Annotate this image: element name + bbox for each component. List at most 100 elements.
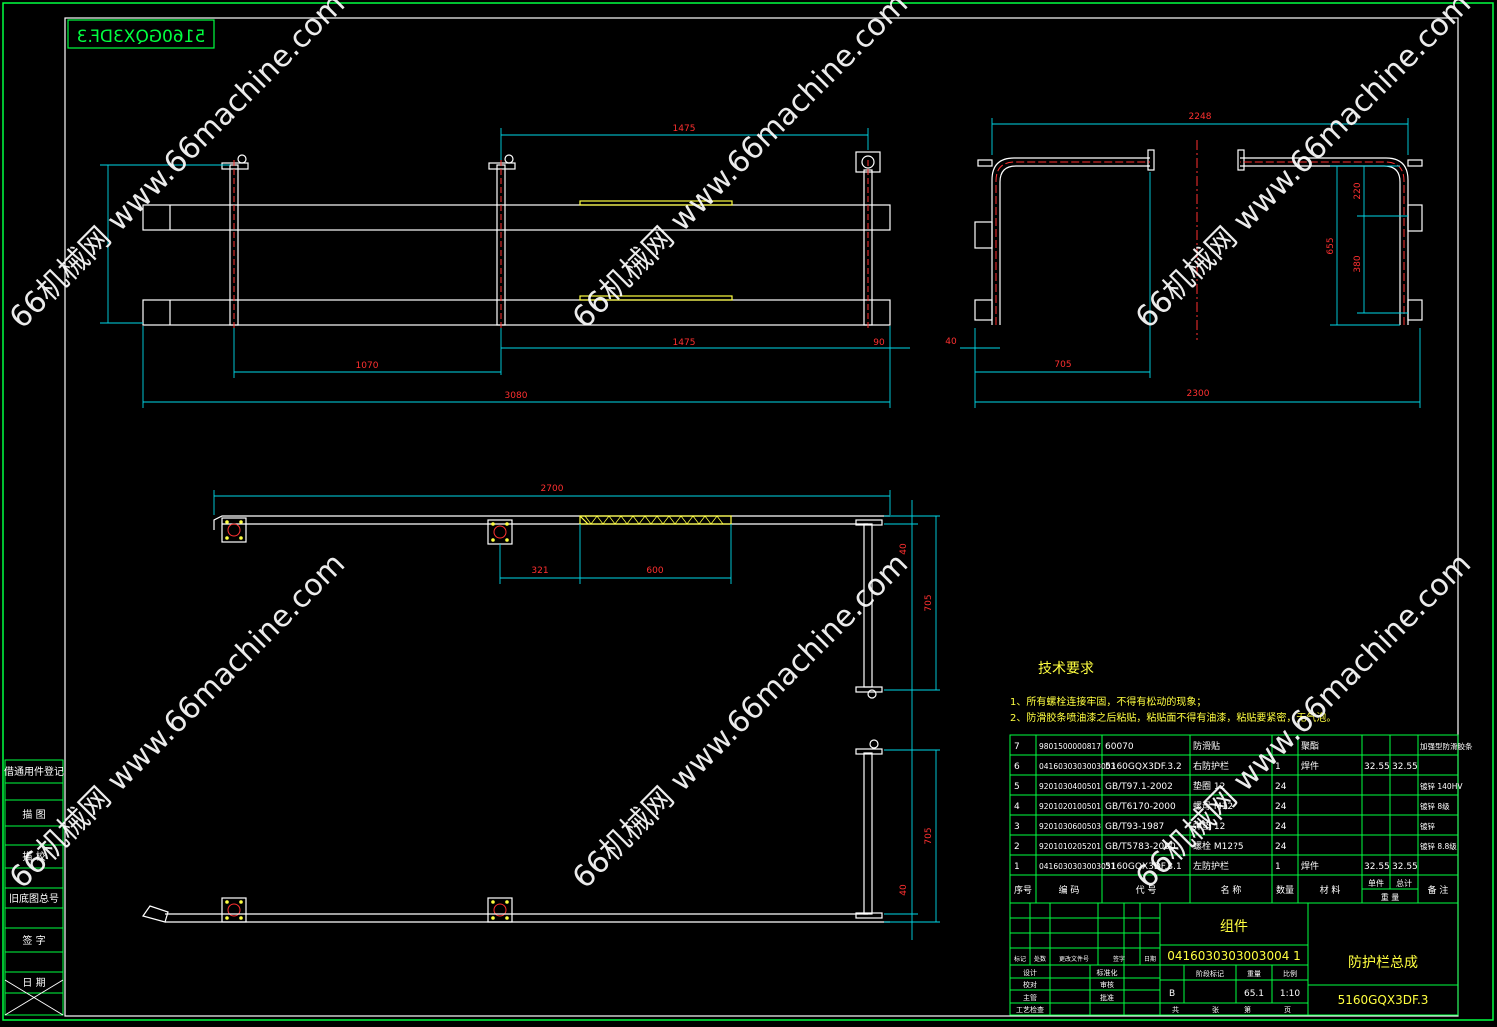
title-name: 防护栏总成 [1348,955,1418,971]
tech-title: 技术要求 [1038,661,1094,677]
bom-cell-no: 5 [1014,782,1020,792]
watermark-2: 66机械网 www.66machine.com [566,0,915,336]
bom-cell-code: 9201030600503 [1039,822,1101,831]
dim-plan-top: 2700 [541,484,564,494]
dim-front-overall: 3080 [505,391,528,401]
bom-cell-no: 6 [1014,762,1020,772]
bom-cell-std: GB/T6170-2000 [1105,802,1176,812]
bom-cell-std: GB/T5783-2000 [1105,842,1176,852]
bom-cell-std: 5160GQX3DF.3.1 [1105,862,1182,872]
watermark-3: 66机械网 www.66machine.com [1129,0,1478,336]
bom-header-code: 编 码 [1059,884,1080,896]
bom-cell-name: 螺母 M12 [1193,801,1233,812]
title-label-pizhun: 批准 [1100,993,1114,1002]
bom-cell-qty: 24 [1275,802,1287,812]
bom-cell-no: 1 [1014,862,1020,872]
side-view-dimensions [960,118,1421,408]
dim-side-bottom-left: 705 [1054,360,1071,370]
title-kind: 组件 [1220,919,1248,935]
bom-cell-unit: 32.55 [1364,762,1390,772]
title-weight: 65.1 [1244,989,1264,999]
dim-side-top-h: 220 [1353,182,1363,199]
title-label-sheji: 设计 [1023,968,1037,977]
title-label-qianzi: 签字 [1113,955,1125,963]
bom-cell-total: 32.55 [1392,862,1418,872]
bom-cell-code: 9201010205201 [1039,842,1101,851]
title-stage: B [1169,989,1175,999]
bom-header-mat: 材 料 [1320,884,1341,896]
bom-table-grid [1009,734,1459,904]
title-label-bili: 比例 [1283,969,1297,978]
side-label-4: 旧底图总号 [9,892,59,905]
stamp-text: 5160GQX3DF.3 [77,27,206,47]
dim-front-mid: 1475 [673,338,696,348]
bom-header-qty: 数量 [1276,884,1294,896]
bom-cell-qty: 1 [1275,862,1281,872]
tech-line-1: 1、所有螺栓连接牢固，不得有松动的现象； [1010,695,1206,708]
bom-header-name: 名 称 [1221,884,1242,896]
title-label-fenqu: 更改文件号 [1059,955,1089,963]
bom-cell-note: 镀锌 140HV [1420,781,1463,791]
side-view [974,149,1423,325]
title-label-shenhe: 审核 [1100,980,1114,989]
dim-side-overall: 2300 [1187,389,1210,399]
bom-header-weight: 重 量 [1381,892,1400,902]
bom-cell-no: 3 [1014,822,1020,832]
bom-cell-qty: 1 [1275,762,1281,772]
bom-cell-note: 镀锌 [1420,821,1436,831]
dim-plan-seg1: 321 [531,566,548,576]
dim-plan-r-len: 705 [924,594,934,611]
bom-cell-name: 左防护栏 [1193,860,1229,872]
title-label-zhongliang: 重量 [1247,970,1261,978]
plan-view-dimensions [213,490,940,940]
title-block: 组件 0416030303003004 1 防护栏总成 5160GQX3DF.3… [1014,919,1428,1014]
technical-requirements: 技术要求 1、所有螺栓连接牢固，不得有松动的现象； 2、防滑胶条喷油漆之后粘贴，… [1010,661,1336,724]
bom-cell-note: 镀锌 8级 [1420,801,1450,811]
dim-front-end: 90 [873,338,885,348]
bom-cell-no: 4 [1014,802,1020,812]
bom-cell-mat: 聚酯 [1301,741,1319,752]
dim-plan-r2-small: 40 [899,884,909,896]
watermark-4: 66机械网 www.66machine.com [3,546,352,895]
title-label-jiaodui: 校对 [1023,980,1037,989]
bom-cell-code: 0416030303003003 [1039,762,1116,771]
title-code: 0416030303003004 1 [1167,949,1301,963]
dim-front-top: 1475 [673,124,696,134]
title-label-biaozhunhua: 标准化 [1097,968,1118,977]
dim-side-total-h: 655 [1326,237,1336,254]
side-register-panel [4,759,64,1016]
bom-header-std: 代 号 [1136,885,1157,896]
bom-cell-name: 右防护栏 [1193,760,1229,772]
title-label-zhang: 张 [1212,1005,1219,1014]
title-label-ye: 页 [1284,1006,1291,1014]
bom-cell-std: 5160GQX3DF.3.2 [1105,762,1182,772]
dim-plan-r2-len: 705 [924,827,934,844]
bom-cell-name: 防滑贴 [1193,740,1220,752]
dim-front-left: 1070 [356,361,379,371]
bom-cell-code: 9801500000817 [1039,742,1101,751]
bom-cell-std: GB/T97.1-2002 [1105,782,1173,792]
bom-header-unit: 单件 [1368,878,1384,888]
title-block-grid [1009,902,1459,1016]
bom-header-note: 备 注 [1428,884,1449,896]
bom-header-total: 总计 [1396,878,1412,888]
bom-cell-qty: 24 [1275,782,1287,792]
bom-cell-std: 60070 [1105,742,1134,752]
bom-cell-mat: 焊件 [1301,760,1319,772]
title-scale: 1:10 [1280,989,1300,999]
dim-plan-seg2: 600 [646,566,663,576]
tech-line-2: 2、防滑胶条喷油漆之后粘贴，粘贴面不得有油漆，粘贴要紧密，无气泡。 [1010,711,1336,724]
watermark-5: 66机械网 www.66machine.com [566,546,915,895]
bom-cell-code: 9201030400501 [1039,782,1101,791]
plan-view-lower [142,739,890,923]
bom-cell-name: 螺栓 M12?5 [1193,840,1244,852]
bom-cell-total: 32.55 [1392,762,1418,772]
title-drawing-no: 5160GQX3DF.3 [1338,993,1429,1007]
title-label-jieduan: 阶段标记 [1196,969,1224,978]
dim-plan-r-small: 40 [899,543,909,555]
title-label-biaoji: 标记 [1014,955,1026,963]
